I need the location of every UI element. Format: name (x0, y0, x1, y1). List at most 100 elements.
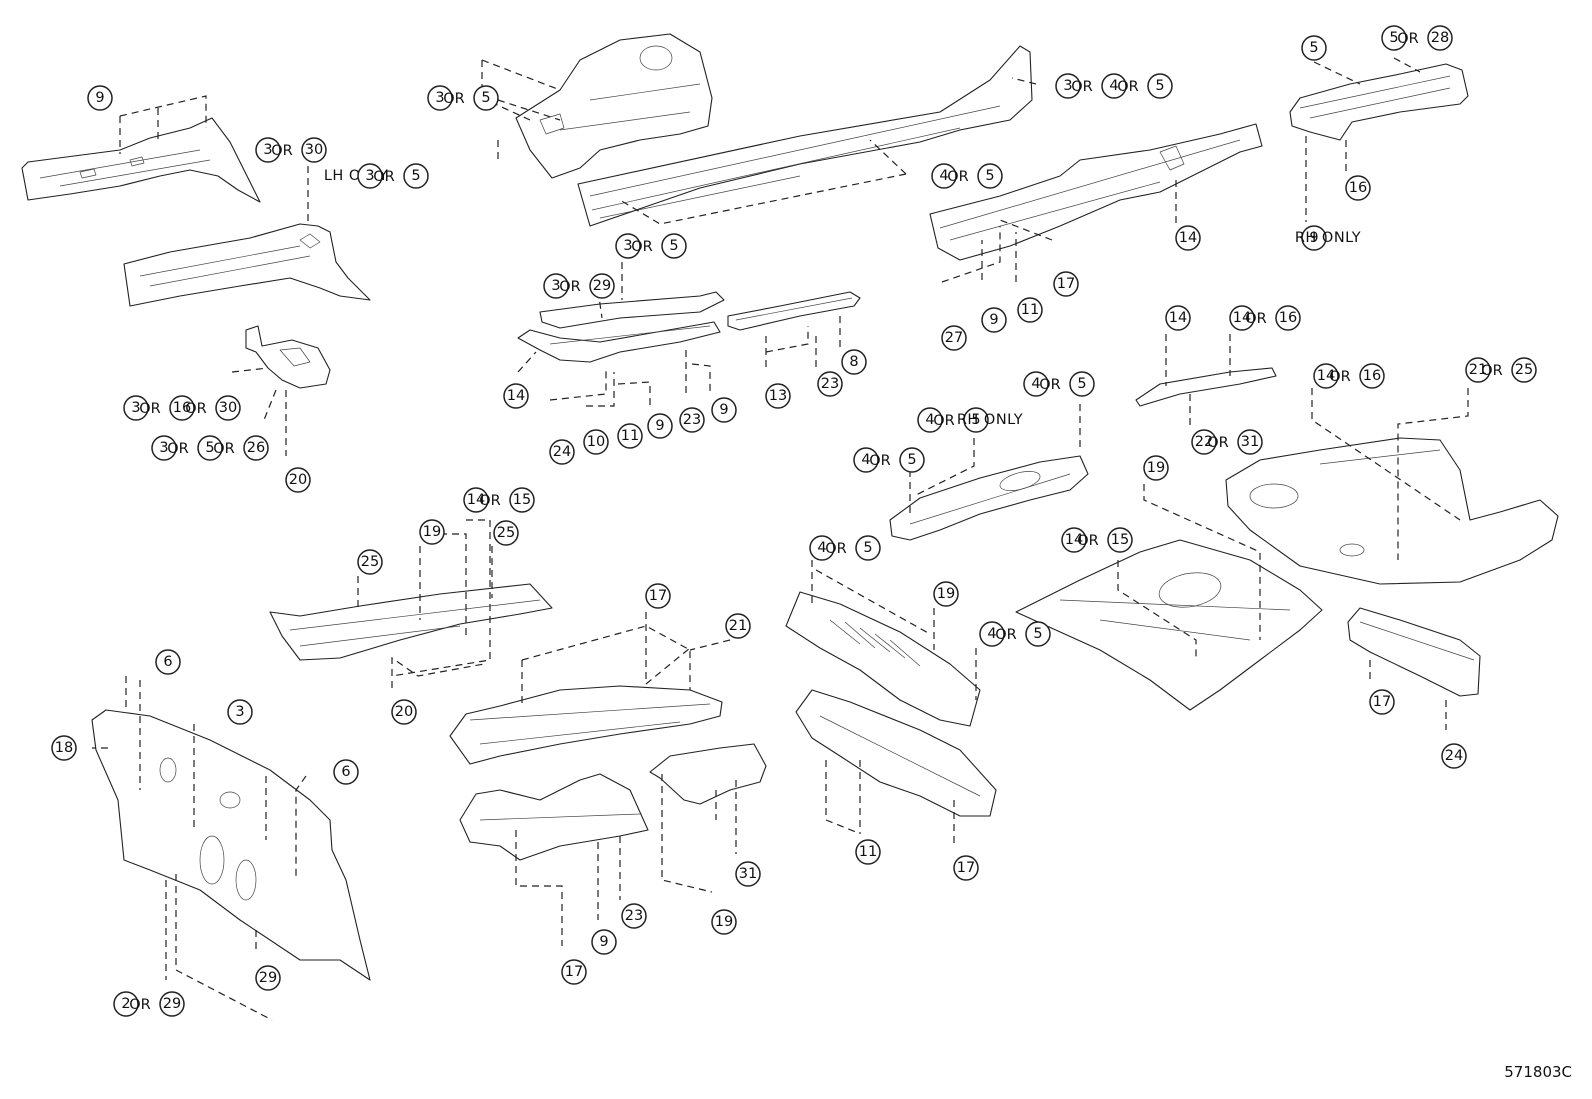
callout-circle (1381, 25, 1407, 51)
callout-55: 6 (333, 759, 359, 785)
callout-number: 21 (729, 618, 747, 634)
callout-number: 5 (411, 168, 420, 184)
callout-62: 17 (561, 959, 587, 985)
callout-number: 23 (625, 908, 643, 924)
callout-circle (1301, 35, 1327, 61)
callout-suffix: RH ONLY (1295, 230, 1361, 246)
part-rear-floor-pan (1225, 437, 1559, 585)
callout-24: 13 (765, 383, 791, 409)
callout-circle (1229, 305, 1255, 331)
callout-number: 6 (163, 654, 172, 670)
callout-circle (615, 233, 641, 259)
callout-number: 16 (1279, 310, 1297, 326)
callout-11: 17 (1053, 271, 1079, 297)
callout-circle (169, 395, 195, 421)
callout-circle (809, 535, 835, 561)
callout-9: 9RH ONLY (1295, 225, 1361, 251)
callout-circle (1023, 371, 1049, 397)
callout-circle (855, 535, 881, 561)
callout-circle (159, 991, 185, 1017)
callout-number: 4 (939, 168, 948, 184)
callout-number: 3 (263, 142, 272, 158)
callout-number: 19 (937, 586, 955, 602)
callout-42: 25 (357, 549, 383, 575)
callout-number: 30 (305, 142, 323, 158)
callout-number: 26 (247, 440, 265, 456)
callout-52: 6 (155, 649, 181, 675)
callout-44: 20 (391, 699, 417, 725)
part-front-floor-pan-rh (889, 455, 1089, 541)
callout-circle (543, 273, 569, 299)
callout-number: 16 (173, 400, 191, 416)
or-label: OR (373, 169, 395, 185)
callout-number: 29 (259, 970, 277, 986)
callout-12: 27 (941, 325, 967, 351)
part-front-floor-side-rh (795, 689, 997, 817)
callout-number: 17 (1057, 276, 1075, 292)
callout-number: 24 (553, 444, 571, 460)
callout-number: 9 (95, 90, 104, 106)
callout-number: 20 (395, 704, 413, 720)
callout-circle (979, 621, 1005, 647)
callout-circle (243, 435, 269, 461)
callout-number: 4 (1109, 78, 1118, 94)
callout-circle (711, 909, 737, 935)
part-front-side-member-upper (21, 117, 261, 203)
callout-circle (1465, 357, 1491, 383)
callout-49: 21 (725, 613, 751, 639)
or-label: OR (139, 401, 161, 417)
callout-circle (1101, 73, 1127, 99)
callout-circle (977, 163, 1003, 189)
or-label: OR (271, 143, 293, 159)
callout-number: 25 (1515, 362, 1533, 378)
callout-64: 17 (953, 855, 979, 881)
callout-17: 14 (503, 383, 529, 409)
callout-circle (817, 371, 843, 397)
callout-0: 9 (87, 85, 113, 111)
callout-number: 9 (655, 418, 664, 434)
or-label: OR (443, 91, 465, 107)
callout-50: 17 (1369, 689, 1395, 715)
callout-number: 5 (205, 440, 214, 456)
callout-25: 23 (817, 371, 843, 397)
callout-circle (679, 407, 705, 433)
part-rear-floor-member-small (1347, 607, 1481, 697)
callout-number: 4 (861, 452, 870, 468)
or-label: OR (559, 279, 581, 295)
callout-circle (853, 447, 879, 473)
callout-circle (155, 649, 181, 675)
callout-number: 31 (1241, 434, 1259, 450)
callout-circle (661, 233, 687, 259)
callout-circle (333, 759, 359, 785)
callout-number: 19 (423, 524, 441, 540)
callout-circle (1441, 743, 1467, 769)
callout-circle (151, 435, 177, 461)
part-rear-crossmember-upper (1289, 63, 1469, 141)
callout-circle (1175, 225, 1201, 251)
part-floor-tunnel (449, 685, 723, 765)
callout-13: 9 (981, 307, 1007, 333)
callout-circle (123, 395, 149, 421)
callout-19: 10 (583, 429, 609, 455)
callout-number: 24 (1445, 748, 1463, 764)
callout-circle (1055, 73, 1081, 99)
callout-30: 14 (1165, 305, 1191, 331)
or-label: OR (129, 997, 151, 1013)
callout-number: 5 (1077, 376, 1086, 392)
or-label: OR (1245, 311, 1267, 327)
callout-56: 29 (255, 965, 281, 991)
callout-circle (591, 929, 617, 955)
part-rocker-panel (577, 45, 1033, 227)
callout-number: 25 (497, 525, 515, 541)
callout-number: 30 (219, 400, 237, 416)
callout-circle (1069, 371, 1095, 397)
